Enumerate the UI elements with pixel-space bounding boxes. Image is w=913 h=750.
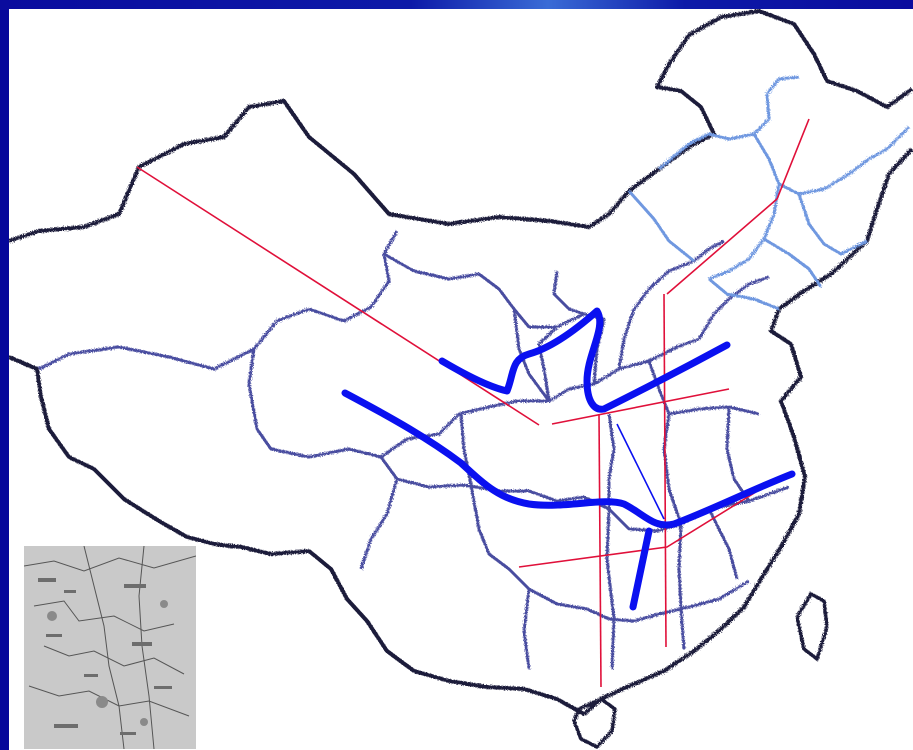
national-border (9, 9, 913, 716)
red-line-central-horizontal (551, 388, 730, 425)
red-line-vertical-east (663, 293, 667, 648)
blue-stub-south (629, 527, 653, 611)
blue-thick-lines (341, 307, 796, 611)
blue-thin-line (616, 423, 665, 520)
red-division-lines (136, 118, 810, 688)
red-line-vertical-west (598, 413, 602, 688)
blue-curve-north (438, 307, 731, 413)
south-china-sea-inset (24, 546, 196, 749)
taiwan-island (795, 591, 829, 662)
hainan-island (572, 696, 617, 750)
northeast-boundaries (627, 75, 911, 311)
blue-curve-central (341, 389, 796, 529)
red-line-northeast (666, 118, 810, 295)
red-line-northwest (136, 166, 540, 426)
china-map (9, 9, 913, 750)
slide-top-strip (0, 0, 913, 10)
map-panel (9, 9, 913, 750)
inset-map-drawing (24, 546, 196, 749)
red-line-south (518, 486, 765, 568)
